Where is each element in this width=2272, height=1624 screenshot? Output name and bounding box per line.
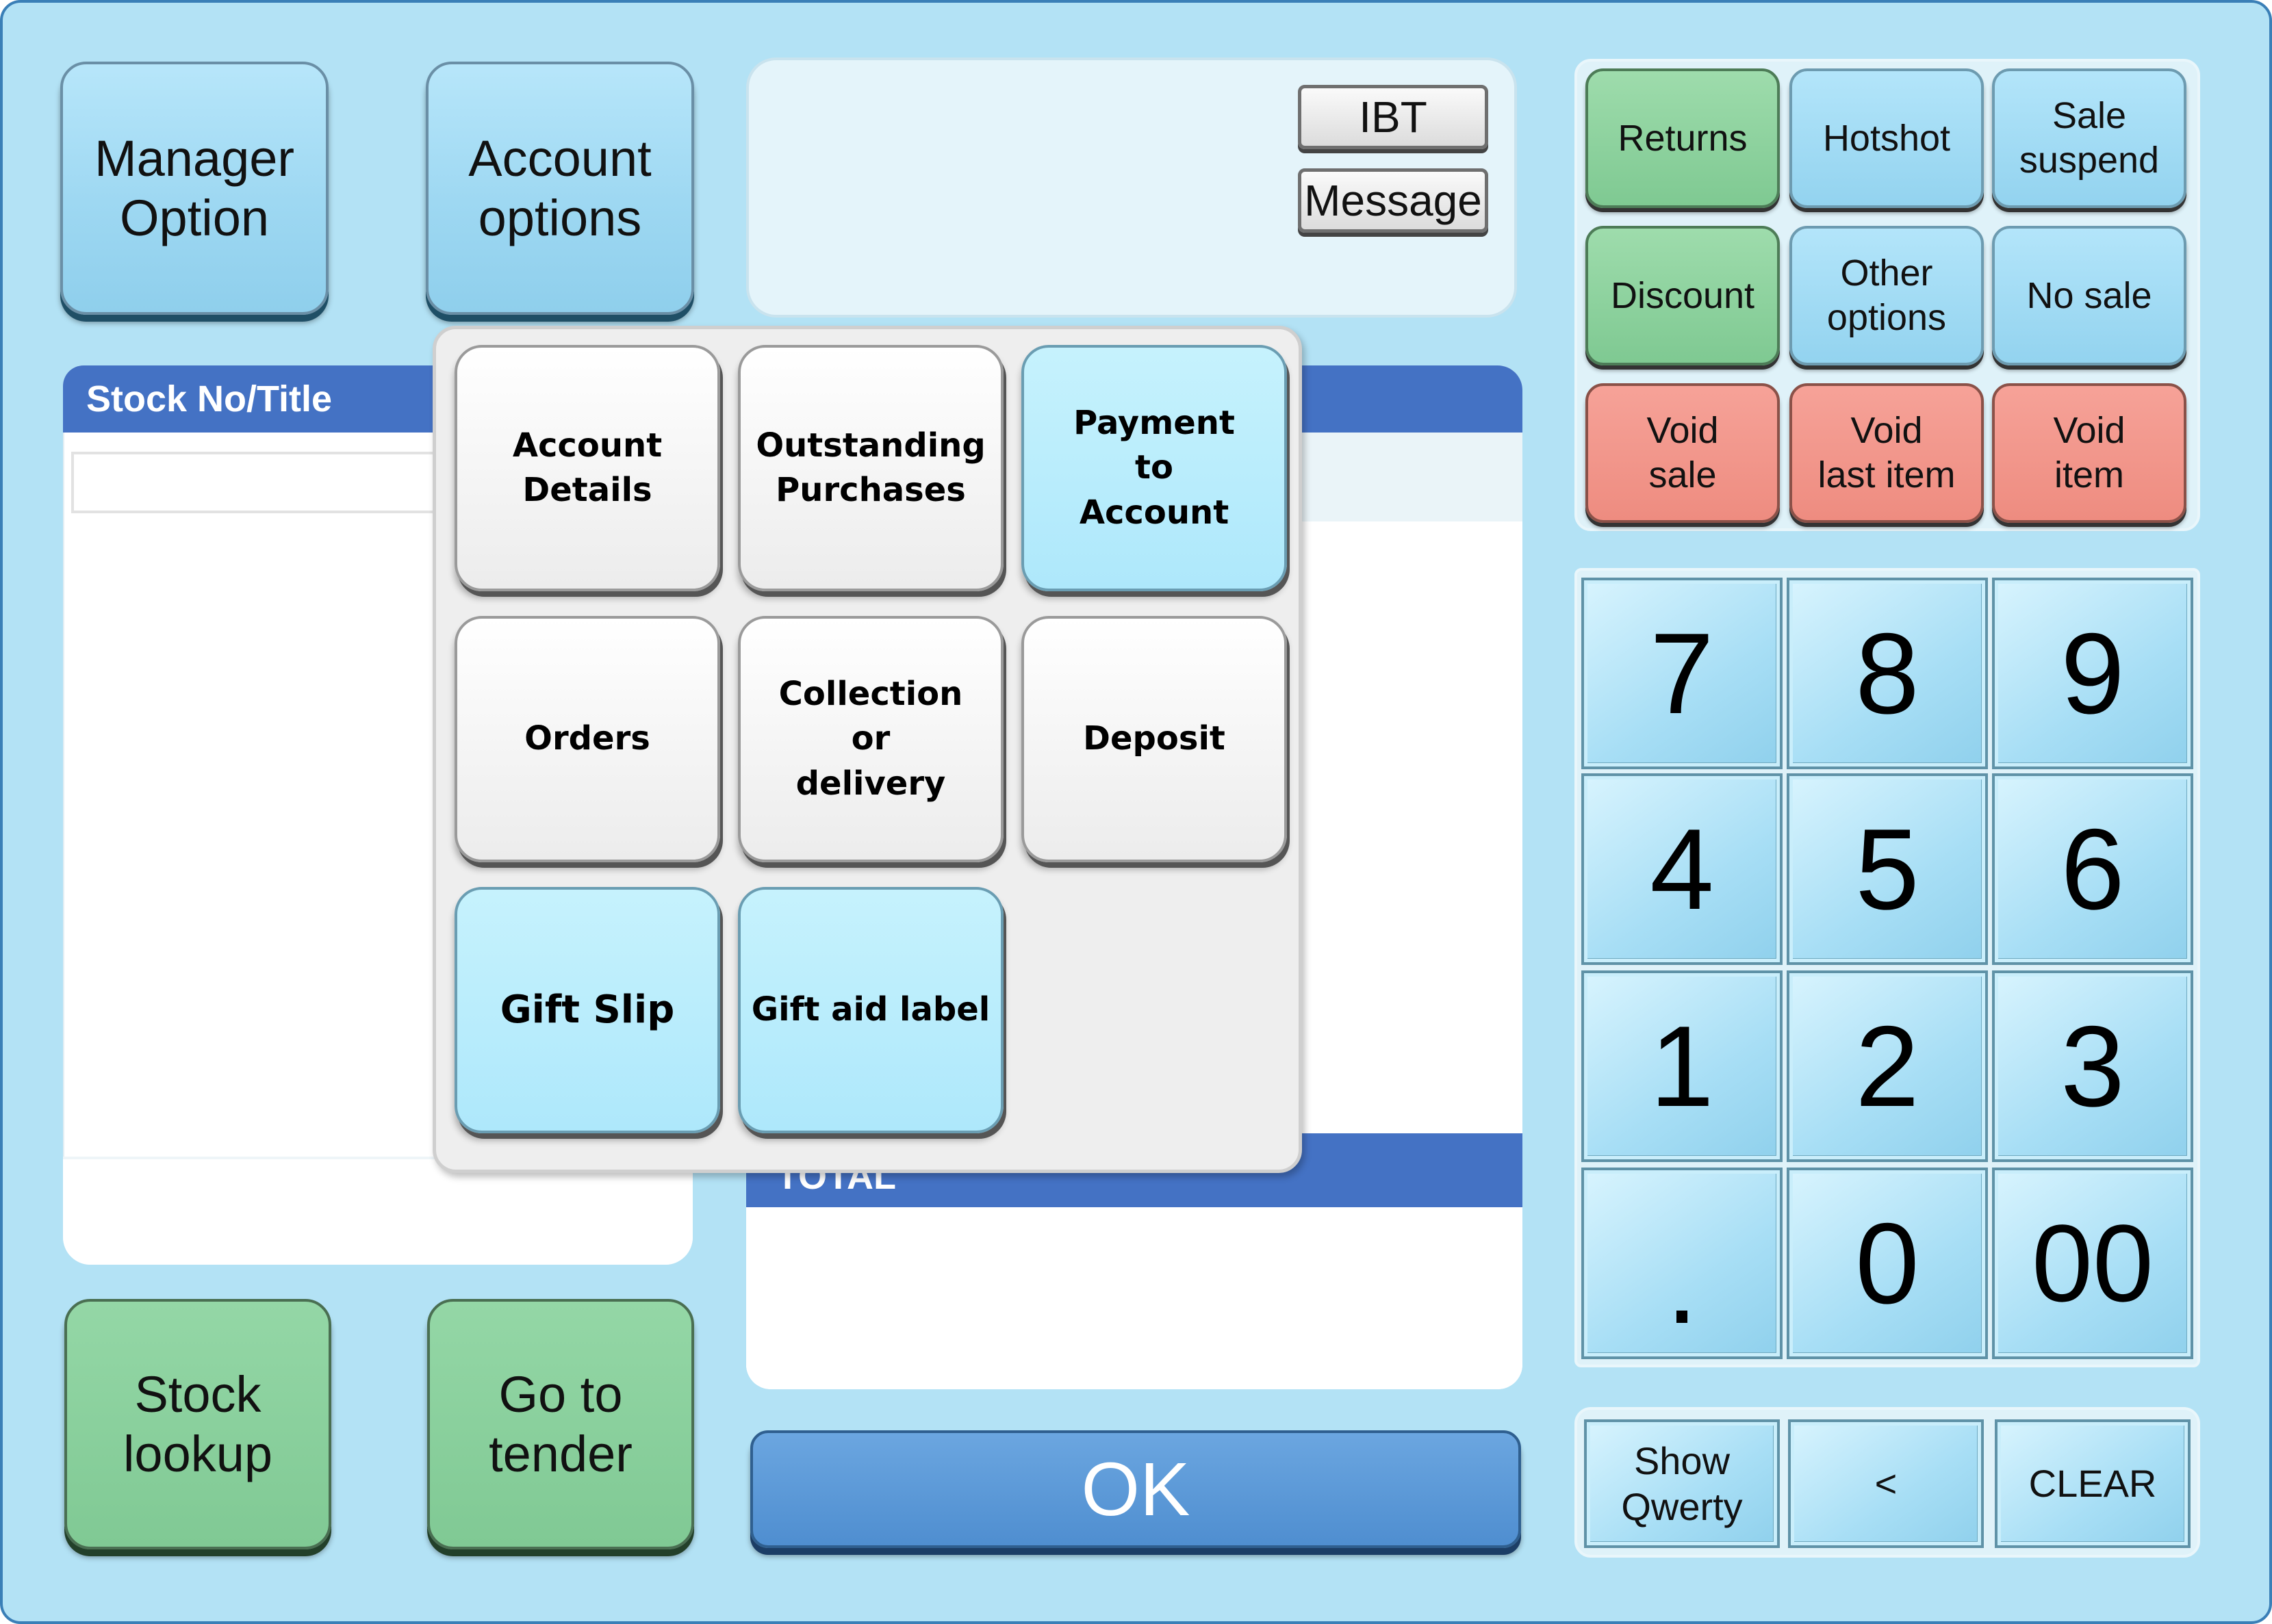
stock-header-label: Stock No/Title — [86, 378, 333, 420]
void-item-button[interactable]: Void item — [1992, 383, 2186, 523]
keypad-key-6[interactable]: 6 — [1992, 773, 2193, 965]
ibt-button[interactable]: IBT — [1298, 85, 1488, 149]
sale-suspend-button[interactable]: Sale suspend — [1992, 68, 2186, 208]
keypad-key-1[interactable]: 1 — [1581, 970, 1783, 1162]
keypad-key-00[interactable]: 00 — [1992, 1168, 2193, 1359]
account-options-button[interactable]: Account options — [426, 62, 694, 315]
gift-slip-button[interactable]: Gift Slip — [455, 887, 720, 1133]
manager-option-button[interactable]: Manager Option — [60, 62, 329, 315]
clear-button[interactable]: CLEAR — [1995, 1419, 2191, 1548]
collection-or-delivery-button[interactable]: Collection or delivery — [738, 616, 1004, 862]
void-sale-button[interactable]: Void sale — [1585, 383, 1780, 523]
keypad-key-8[interactable]: 8 — [1787, 578, 1988, 769]
keypad-key-5[interactable]: 5 — [1787, 773, 1988, 965]
keypad-key-0[interactable]: 0 — [1787, 1168, 1988, 1359]
keypad-key-4[interactable]: 4 — [1581, 773, 1783, 965]
no-sale-button[interactable]: No sale — [1992, 226, 2186, 365]
ok-button[interactable]: OK — [750, 1430, 1521, 1548]
account-details-button[interactable]: Account Details — [455, 345, 720, 591]
keypad-key-3[interactable]: 3 — [1992, 970, 2193, 1162]
stock-lookup-button[interactable]: Stock lookup — [64, 1299, 331, 1549]
stock-summary-area — [63, 1157, 693, 1265]
other-options-button[interactable]: Other options — [1789, 226, 1984, 365]
orders-button[interactable]: Orders — [455, 616, 720, 862]
keypad-key-decimal[interactable]: . — [1581, 1168, 1783, 1359]
go-to-tender-button[interactable]: Go to tender — [427, 1299, 694, 1549]
show-qwerty-button[interactable]: Show Qwerty — [1584, 1419, 1780, 1548]
discount-button[interactable]: Discount — [1585, 226, 1780, 365]
message-button[interactable]: Message — [1298, 168, 1488, 233]
backspace-button[interactable]: < — [1788, 1419, 1984, 1548]
deposit-button[interactable]: Deposit — [1021, 616, 1287, 862]
keypad-key-7[interactable]: 7 — [1581, 578, 1783, 769]
gift-aid-label-button[interactable]: Gift aid label — [738, 887, 1004, 1133]
keypad-key-2[interactable]: 2 — [1787, 970, 1988, 1162]
returns-button[interactable]: Returns — [1585, 68, 1780, 208]
void-last-item-button[interactable]: Void last item — [1789, 383, 1984, 523]
total-value-area — [746, 1207, 1522, 1389]
hotshot-button[interactable]: Hotshot — [1789, 68, 1984, 208]
keypad-key-9[interactable]: 9 — [1992, 578, 2193, 769]
outstanding-purchases-button[interactable]: Outstanding Purchases — [738, 345, 1004, 591]
payment-to-account-button[interactable]: Payment to Account — [1021, 345, 1287, 591]
